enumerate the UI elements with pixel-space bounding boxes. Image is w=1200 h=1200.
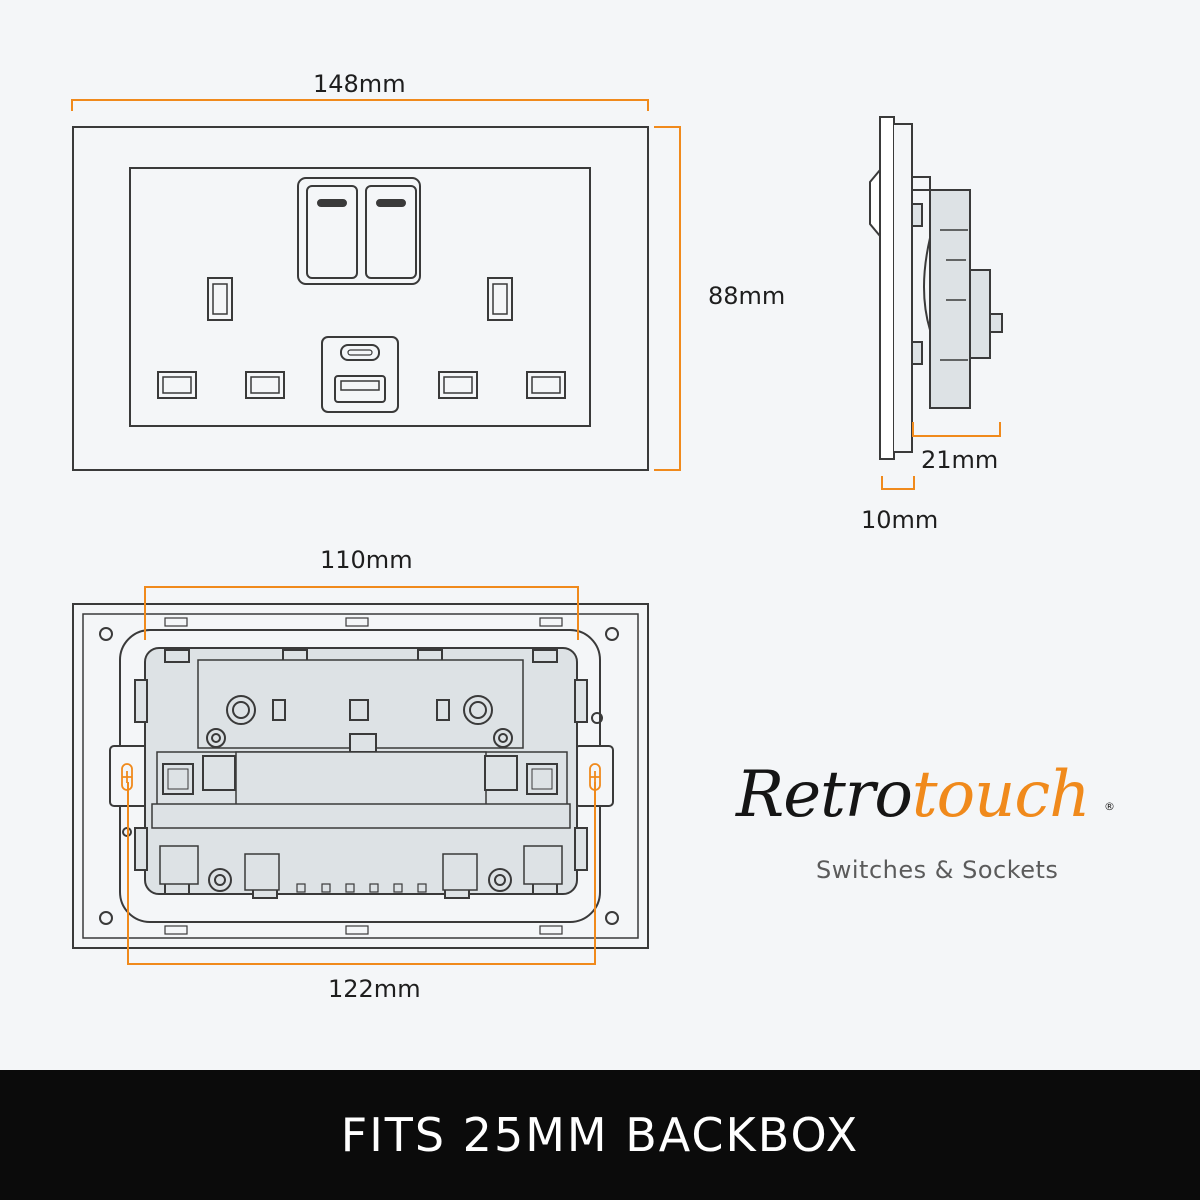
side-module-body <box>929 189 971 409</box>
side-faceplate <box>879 116 895 460</box>
switch-left <box>306 185 358 279</box>
brand-wordmark: Retrotouch <box>736 758 1091 832</box>
usb-a-port <box>334 375 386 403</box>
socket-left-live <box>157 371 197 399</box>
side-plate-label: 10mm <box>861 506 939 534</box>
front-view <box>72 126 649 471</box>
registered-mark: ® <box>1104 800 1115 813</box>
footer-banner: FITS 25MM BACKBOX <box>0 1070 1200 1200</box>
back-dimension-lines <box>127 586 596 965</box>
footer-text: FITS 25MM BACKBOX <box>340 1108 860 1162</box>
technical-drawing <box>71 99 1003 965</box>
switch-right <box>365 185 417 279</box>
side-view <box>869 116 1003 460</box>
socket-right-earth <box>487 277 513 321</box>
side-dimension-lines <box>881 422 1001 490</box>
brand-logo: Retrotouch ® Switches & Sockets <box>730 758 1130 898</box>
front-height-label: 88mm <box>708 282 786 310</box>
socket-left-neutral <box>245 371 285 399</box>
switch-right-indicator <box>376 199 406 207</box>
side-depth-label: 21mm <box>921 446 999 474</box>
brand-tagline: Switches & Sockets <box>816 856 1059 884</box>
usb-c-port <box>340 344 380 361</box>
back-inner-width-label: 110mm <box>320 546 413 574</box>
front-dimension-lines <box>71 99 681 471</box>
socket-left-earth <box>207 277 233 321</box>
switch-housing <box>297 177 421 285</box>
back-view <box>72 603 649 949</box>
switch-left-indicator <box>317 199 347 207</box>
front-width-label: 148mm <box>313 70 406 98</box>
usb-module <box>321 336 399 413</box>
socket-right-neutral <box>438 371 478 399</box>
socket-right-live <box>526 371 566 399</box>
brand-name-part1: Retro <box>736 758 913 832</box>
back-mount-width-label: 122mm <box>328 975 421 1003</box>
brand-name-part2: touch <box>911 758 1091 832</box>
